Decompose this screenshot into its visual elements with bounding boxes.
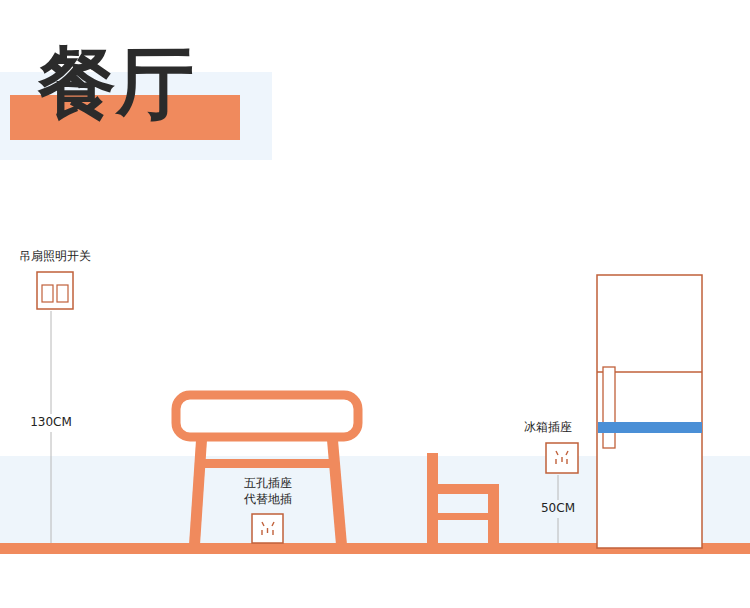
socket-symbol	[252, 514, 283, 543]
dimension-label: 50CM	[539, 500, 577, 518]
fridge	[597, 275, 702, 548]
socket-symbol	[546, 443, 578, 473]
socket-label: 五孔插座 代替地插	[238, 475, 298, 508]
switch-label: 吊扇照明开关	[19, 249, 91, 265]
dimension-label: 130CM	[28, 414, 74, 432]
table	[176, 395, 358, 545]
page-title: 餐厅	[38, 44, 194, 122]
socket-label: 冰箱插座	[524, 420, 572, 436]
switch-symbol	[37, 272, 73, 309]
chair	[427, 453, 499, 545]
